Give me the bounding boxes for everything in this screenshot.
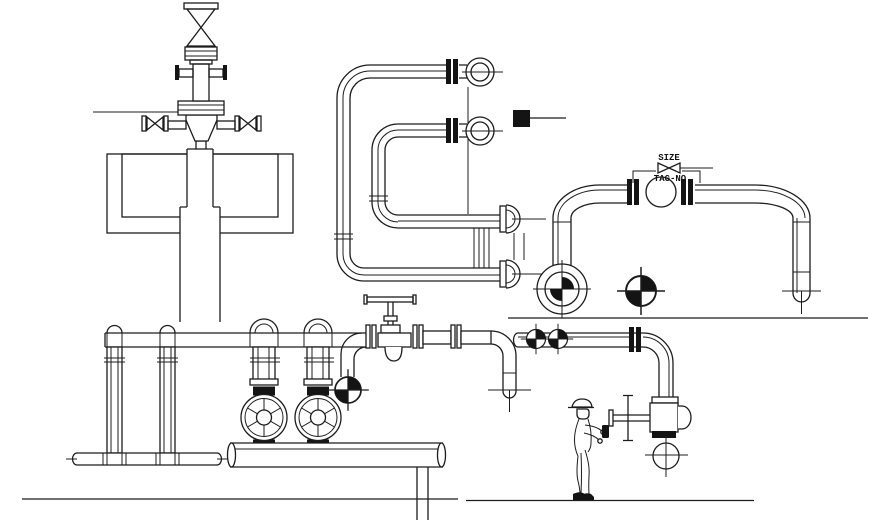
wellhead-christmas-tree (93, 2, 294, 322)
hand-tool (602, 425, 609, 438)
wing-valve-left (141, 115, 187, 132)
size-label: SIZE (658, 153, 680, 163)
valve-bowtie-symbol (657, 161, 681, 175)
shoe (581, 493, 594, 500)
handwheel-valve-2 (294, 385, 342, 450)
head (576, 408, 590, 420)
pipe-rack-manifold (66, 318, 447, 520)
nozzle-left (178, 68, 194, 78)
inline-gate-valve-run (326, 294, 531, 412)
master-valve-body (185, 114, 218, 142)
flanged-pipe-run (512, 323, 692, 477)
drain-valve-with-handwheel (608, 394, 692, 477)
flanged-pipe-end-view (533, 260, 591, 318)
tag-no-label: TAG-NO (654, 174, 687, 184)
handwheel-valve-1 (240, 385, 288, 450)
solid-square-marker (513, 110, 530, 127)
hard-hat (571, 398, 593, 408)
wing-valve-right (216, 115, 262, 132)
gate-valve-body (377, 332, 412, 348)
worker-figure (568, 398, 609, 500)
swab-valve-symbol (185, 8, 217, 47)
target-symbol (542, 323, 574, 355)
nozzle-right (208, 68, 224, 78)
ground-lines (22, 317, 868, 502)
valve-body-symbol (645, 176, 677, 208)
legend-marker (513, 110, 566, 127)
valve-handle (366, 296, 414, 303)
isometric-pipe-spool (334, 57, 546, 289)
target-symbol (616, 266, 666, 316)
pipe-support (416, 467, 429, 520)
control-valve-loop: SIZE TAG-NO (533, 153, 821, 318)
